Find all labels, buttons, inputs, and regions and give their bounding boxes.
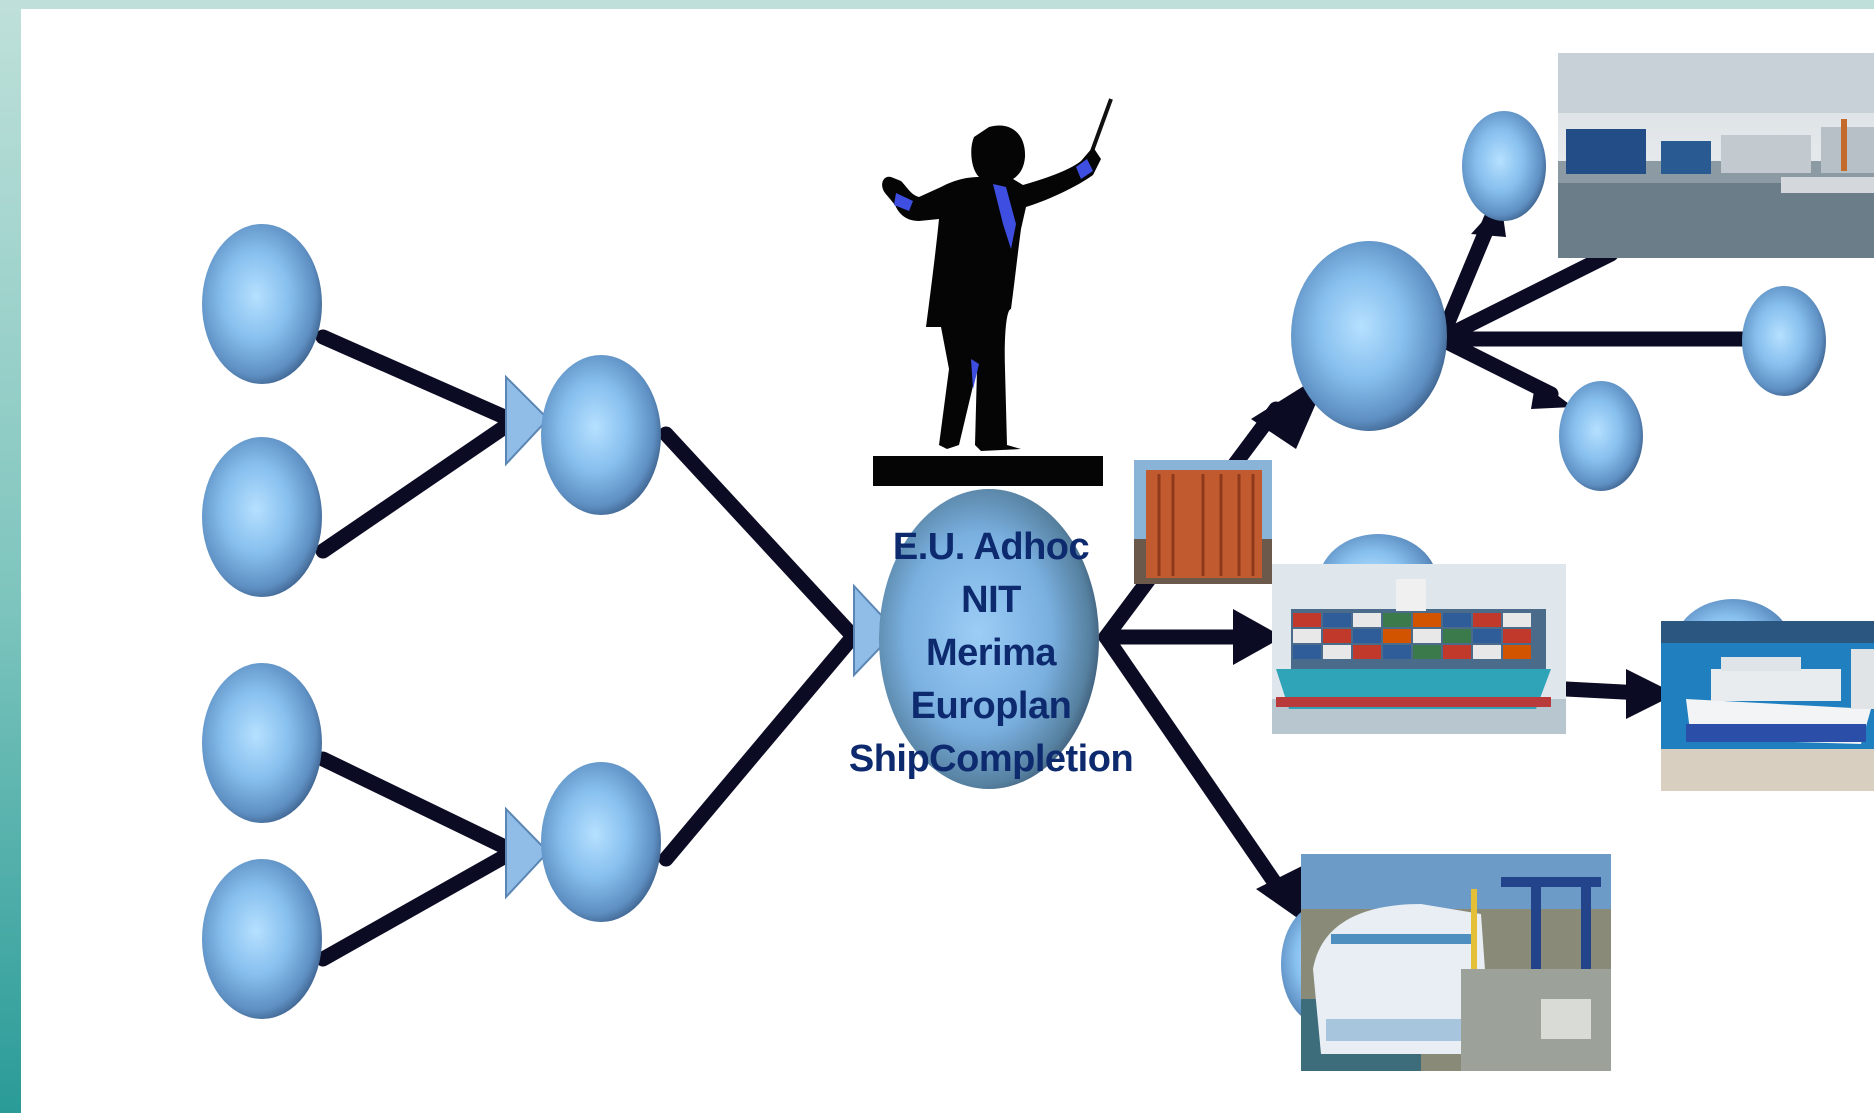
center-line: NIT bbox=[961, 579, 1021, 621]
network-node bbox=[202, 224, 322, 384]
edge-line bbox=[658, 631, 859, 867]
edge-line bbox=[1433, 331, 1559, 402]
network-node bbox=[541, 762, 661, 922]
network-node bbox=[202, 437, 322, 597]
edge-line bbox=[1433, 211, 1499, 347]
network-node bbox=[1559, 381, 1643, 491]
left-edges bbox=[315, 329, 859, 967]
network-node bbox=[1291, 241, 1447, 431]
conductor-podium bbox=[873, 456, 1103, 486]
center-line: Merima bbox=[925, 632, 1057, 674]
container-ship-photo bbox=[1272, 564, 1566, 734]
edge-line bbox=[315, 846, 517, 967]
network-node bbox=[202, 859, 322, 1019]
network-node bbox=[202, 663, 322, 823]
edge-line bbox=[315, 751, 517, 857]
edge-line bbox=[1433, 246, 1619, 347]
center-line: ShipCompletion bbox=[848, 738, 1134, 780]
shipping-container-photo bbox=[1134, 460, 1272, 584]
arrowhead-icon bbox=[1256, 864, 1306, 924]
shipyard-photo bbox=[1558, 53, 1874, 258]
edge-line bbox=[315, 329, 517, 427]
left-nodes bbox=[202, 224, 661, 1019]
cruise-ship-construction-photo bbox=[1301, 854, 1611, 1071]
edge-line bbox=[658, 426, 859, 642]
center-line: E.U. Adhoc bbox=[892, 526, 1090, 568]
left-arrowheads bbox=[505, 374, 898, 900]
cruise-ship-dock-photo bbox=[1661, 621, 1874, 791]
network-node bbox=[1742, 286, 1826, 396]
edge-line bbox=[315, 416, 517, 559]
diagram-canvas: E.U. Adhoc NIT Merima Europlan ShipCompl… bbox=[21, 9, 1874, 1113]
arrowhead-icon bbox=[505, 806, 550, 900]
center-line: Europlan bbox=[910, 685, 1072, 727]
right-edges bbox=[1098, 211, 1759, 907]
central-node bbox=[879, 489, 1099, 789]
network-node bbox=[541, 355, 661, 515]
arrowhead-icon bbox=[505, 374, 550, 467]
arrowhead-icon bbox=[1531, 379, 1573, 409]
arrowhead-icon bbox=[853, 583, 898, 678]
edge-line bbox=[1098, 629, 1294, 907]
arrowhead-icon bbox=[1626, 669, 1676, 719]
conductor-silhouette-icon bbox=[882, 98, 1113, 451]
network-diagram bbox=[202, 53, 1874, 1071]
arrowhead-icon bbox=[1233, 609, 1283, 665]
network-node bbox=[1462, 111, 1546, 221]
central-node-label: E.U. Adhoc NIT Merima Europlan ShipCompl… bbox=[816, 521, 1166, 786]
